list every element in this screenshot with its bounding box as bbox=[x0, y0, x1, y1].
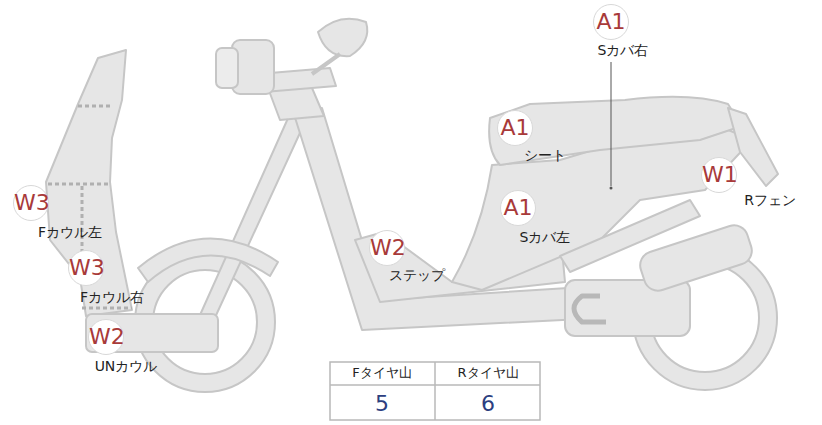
damage-code: A1 bbox=[593, 4, 629, 40]
leader-line bbox=[611, 62, 612, 186]
damage-callout: A1シート bbox=[497, 110, 533, 146]
damage-code: A1 bbox=[500, 190, 536, 226]
engine bbox=[565, 280, 690, 336]
part-name: Fカウル左 bbox=[38, 224, 102, 240]
part-name: シート bbox=[524, 147, 566, 163]
damage-code: W3 bbox=[13, 185, 49, 221]
table-header: Rタイヤ山 bbox=[457, 364, 518, 382]
damage-code: W1 bbox=[701, 157, 737, 193]
part-name: UNカウル bbox=[95, 358, 158, 374]
damage-code: W3 bbox=[68, 250, 104, 286]
table-header: Fタイヤ山 bbox=[352, 364, 411, 382]
part-name: Rフェン bbox=[744, 192, 796, 208]
damage-code: A1 bbox=[497, 110, 533, 146]
damage-callout: W2UNカウル bbox=[88, 319, 124, 355]
tread-value: 6 bbox=[481, 391, 495, 416]
tire-table bbox=[330, 362, 540, 420]
damage-callout: A1Sカバ右 bbox=[593, 4, 629, 40]
front-fender bbox=[138, 238, 278, 282]
part-name: Sカバ右 bbox=[598, 42, 649, 58]
shock bbox=[637, 222, 756, 295]
fork bbox=[196, 116, 305, 324]
steering-head bbox=[268, 88, 324, 120]
part-name: Fカウル右 bbox=[80, 289, 144, 305]
tread-value: 5 bbox=[375, 391, 389, 416]
seat bbox=[489, 97, 742, 165]
front-cowl bbox=[46, 50, 132, 316]
damage-callout: W1Rフェン bbox=[701, 157, 737, 193]
part-name: ステップ bbox=[389, 267, 445, 283]
damage-callout: W2ステップ bbox=[369, 230, 405, 266]
damage-callout: W3Fカウル右 bbox=[68, 250, 104, 286]
damage-callout: W3Fカウル左 bbox=[13, 185, 49, 221]
damage-code: W2 bbox=[88, 319, 124, 355]
damage-callout: A1Sカバ左 bbox=[500, 190, 536, 226]
mirror bbox=[318, 19, 367, 56]
part-name: Sカバ左 bbox=[520, 229, 571, 245]
damage-code: W2 bbox=[369, 230, 405, 266]
